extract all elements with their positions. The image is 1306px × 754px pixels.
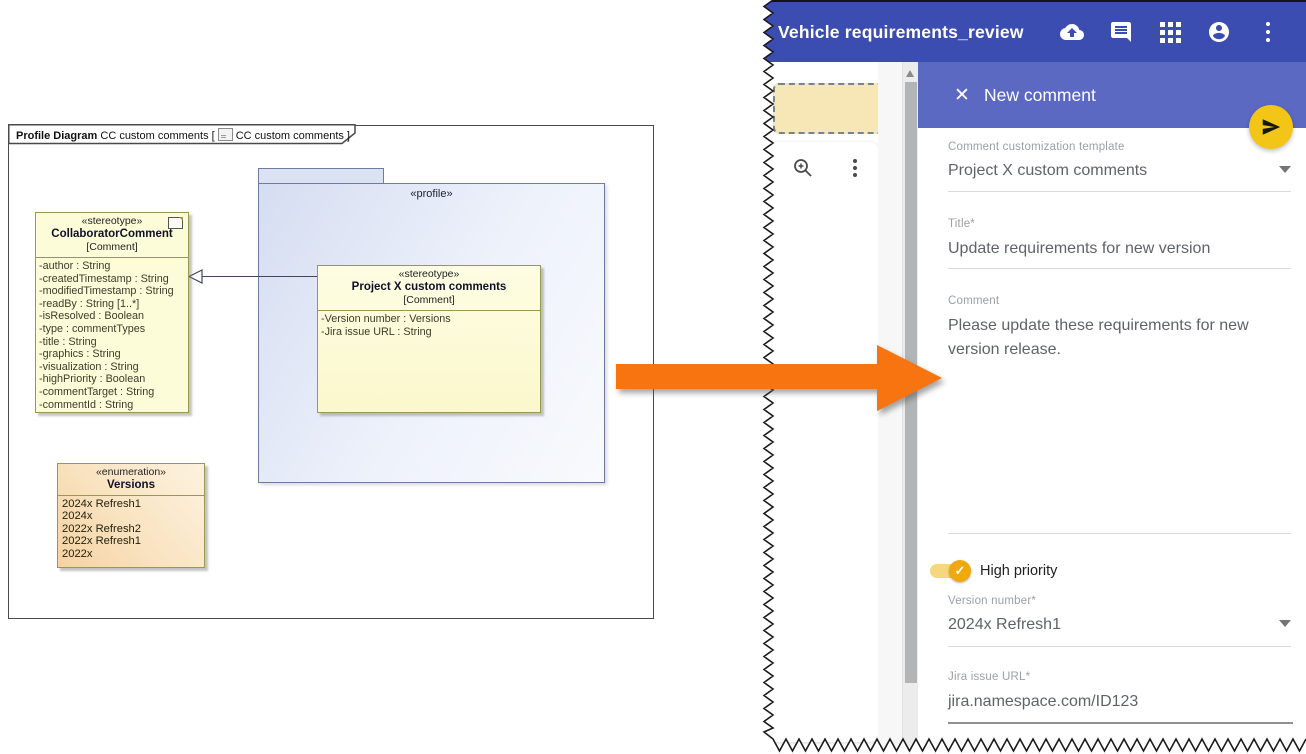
generalization-arrowhead-icon [188, 269, 203, 284]
enumeration-versions: «enumeration» Versions 2024x Refresh1 20… [57, 463, 205, 568]
stereotype-collaborator-comment: «stereotype» CollaboratorComment [Commen… [35, 212, 189, 413]
stereotype-keyword: «stereotype» [81, 215, 143, 227]
diagram-icon [217, 128, 233, 141]
uml-attribute: -modifiedTimestamp : String [39, 285, 174, 298]
uml-attribute: -graphics : String [39, 348, 121, 361]
comment-field-label: Comment [948, 295, 1000, 307]
stereotype-projectx-comments: «stereotype» Project X custom comments [… [317, 265, 541, 413]
comment-anchor-box[interactable] [773, 83, 884, 134]
new-comment-header: ✕ New comment [918, 62, 1306, 128]
diagram-name-label: CC custom comments [ [100, 130, 215, 142]
more-vert-icon[interactable] [1256, 20, 1280, 44]
zoom-in-icon[interactable] [790, 155, 816, 181]
enum-literal: 2024x Refresh1 [62, 498, 141, 510]
enum-literal: 2022x Refresh1 [62, 535, 141, 548]
app-panel: Vehicle requirements_review [760, 0, 1306, 754]
uml-attribute: -createdTimestamp : String [39, 272, 169, 285]
scrollbar-thumb[interactable] [905, 82, 917, 683]
high-priority-label: High priority [980, 563, 1058, 579]
apps-grid-dots [1160, 22, 1165, 27]
app-snippet: Vehicle requirements_review [760, 0, 1306, 754]
uml-attribute: -type : commentTypes [39, 322, 146, 335]
diagram-kind-label: Profile Diagram [16, 130, 98, 142]
toggle-track: ✓ [930, 564, 968, 578]
projectx-metaclass: [Comment] [403, 294, 455, 306]
collaborator-metaclass: [Comment] [86, 241, 138, 253]
version-field-label: Version number* [948, 595, 1037, 607]
collaborator-attributes: -author : String -createdTimestamp : Str… [36, 258, 188, 413]
jira-field-value[interactable]: jira.namespace.com/ID123 [948, 693, 1139, 710]
template-field-label: Comment customization template [948, 141, 1125, 153]
field-divider [948, 646, 1291, 647]
apps-grid-icon[interactable] [1158, 20, 1182, 44]
uml-attribute: -Jira issue URL : String [321, 325, 432, 338]
app-top-bar: Vehicle requirements_review [760, 2, 1306, 62]
diagram-frame-tab [8, 124, 356, 145]
uml-attribute: -Version number : Versions [321, 313, 451, 325]
uml-attribute: -commentId : String [39, 398, 134, 411]
canvas-strip [760, 62, 920, 754]
generalization-line [202, 276, 317, 278]
title-field-label: Title* [948, 218, 975, 230]
card-more-vert-icon[interactable] [844, 156, 866, 180]
versions-header: «enumeration» Versions [58, 464, 204, 496]
high-priority-toggle[interactable]: ✓ High priority [930, 558, 1057, 584]
section-divider [948, 533, 1291, 534]
enum-literal: 2022x Refresh2 [62, 522, 141, 535]
canvas-gutter [878, 62, 902, 754]
projectx-name: Project X custom comments [351, 281, 507, 293]
chevron-down-icon[interactable] [1279, 166, 1291, 173]
account-icon[interactable] [1207, 20, 1231, 44]
panel-title: New comment [984, 84, 1096, 105]
chevron-down-icon[interactable] [1279, 620, 1291, 627]
field-divider [948, 268, 1291, 269]
template-field-value[interactable]: Project X custom comments [948, 162, 1148, 179]
collaborator-name: CollaboratorComment [51, 228, 173, 240]
top-bar-actions [1060, 2, 1280, 62]
close-icon[interactable]: ✕ [954, 84, 970, 106]
toggle-check-icon: ✓ [949, 560, 971, 582]
uml-attribute: -author : String [39, 260, 111, 272]
cloud-upload-icon[interactable] [1060, 20, 1084, 44]
uml-attribute: -readBy : String [1..*] [39, 297, 140, 310]
uml-attribute: -title : String [39, 335, 97, 348]
field-divider [948, 191, 1291, 192]
uml-attribute: -commentTarget : String [39, 385, 155, 398]
project-title: Vehicle requirements_review [778, 21, 1024, 42]
card-more-dots [853, 159, 857, 163]
jira-field-underline [948, 722, 1293, 724]
versions-literals: 2024x Refresh1 2024x 2022x Refresh2 2022… [58, 496, 204, 562]
tool-card [762, 142, 879, 742]
note-icon [168, 217, 183, 229]
versions-name: Versions [107, 479, 155, 491]
diagram-ref-label: CC custom comments ] [235, 130, 350, 142]
collaborator-header: «stereotype» CollaboratorComment [Commen… [36, 213, 188, 258]
scrollbar-up-arrow-icon[interactable] [906, 70, 914, 77]
send-comment-button[interactable] [1249, 105, 1293, 149]
uml-attribute: -visualization : String [39, 360, 139, 373]
send-icon [1260, 116, 1282, 138]
projectx-attributes: -Version number : Versions -Jira issue U… [318, 311, 540, 340]
comment-field-value[interactable]: Please update these requirements for new… [948, 317, 1249, 358]
enum-literal: 2024x [62, 510, 93, 523]
version-field-value[interactable]: 2024x Refresh1 [948, 616, 1061, 633]
comment-icon[interactable] [1109, 20, 1133, 44]
stereotype-keyword: «enumeration» [95, 466, 167, 478]
uml-attribute: -isResolved : Boolean [39, 310, 145, 323]
vertical-scrollbar[interactable] [902, 62, 918, 754]
stereotype-keyword: «stereotype» [398, 268, 460, 280]
title-field-value[interactable]: Update requirements for new version [948, 240, 1211, 257]
more-vert-dots [1266, 22, 1271, 27]
uml-attribute: -highPriority : Boolean [39, 373, 146, 386]
enum-literal: 2022x [62, 547, 93, 560]
diagram-frame-tab-text: Profile Diagram CC custom comments [ CC c… [16, 128, 350, 142]
profile-stereotype-label: «profile» [410, 188, 453, 200]
projectx-header: «stereotype» Project X custom comments [… [318, 266, 540, 311]
jira-field-label: Jira issue URL* [948, 671, 1031, 683]
